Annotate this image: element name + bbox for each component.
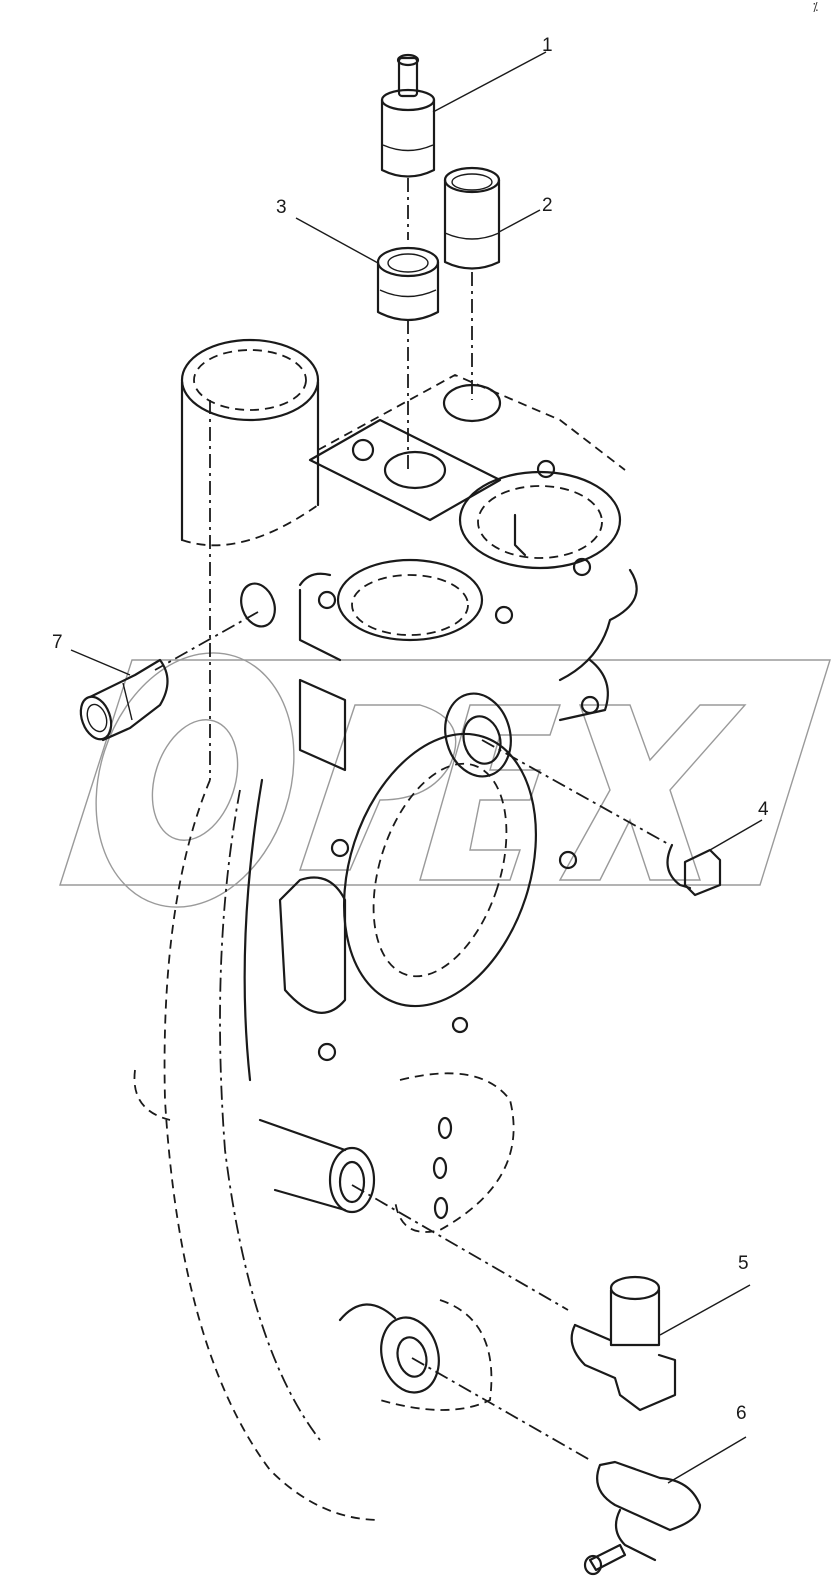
part-1-fitting xyxy=(380,51,547,178)
part-4-plug xyxy=(666,819,763,897)
part-6-elbow xyxy=(583,1436,747,1576)
callout-4: 4 xyxy=(758,799,769,820)
callout-7: 7 xyxy=(52,632,63,653)
callout-6: 6 xyxy=(736,1403,747,1424)
part-5-elbow xyxy=(570,1275,751,1412)
callout-3: 3 xyxy=(276,197,287,218)
part-3-bushing xyxy=(295,217,440,322)
callout-1: 1 xyxy=(542,35,553,56)
main-housing xyxy=(133,338,638,1521)
axis-line xyxy=(351,1184,569,1311)
axis-line xyxy=(154,611,259,671)
corner-mark: ⁒ xyxy=(812,0,818,14)
part-7-fitting xyxy=(70,649,169,742)
axis-line xyxy=(481,739,671,846)
callout-2: 2 xyxy=(542,195,553,216)
part-2-sleeve xyxy=(443,166,541,270)
axis-line xyxy=(411,1357,591,1461)
callout-5: 5 xyxy=(738,1253,749,1274)
